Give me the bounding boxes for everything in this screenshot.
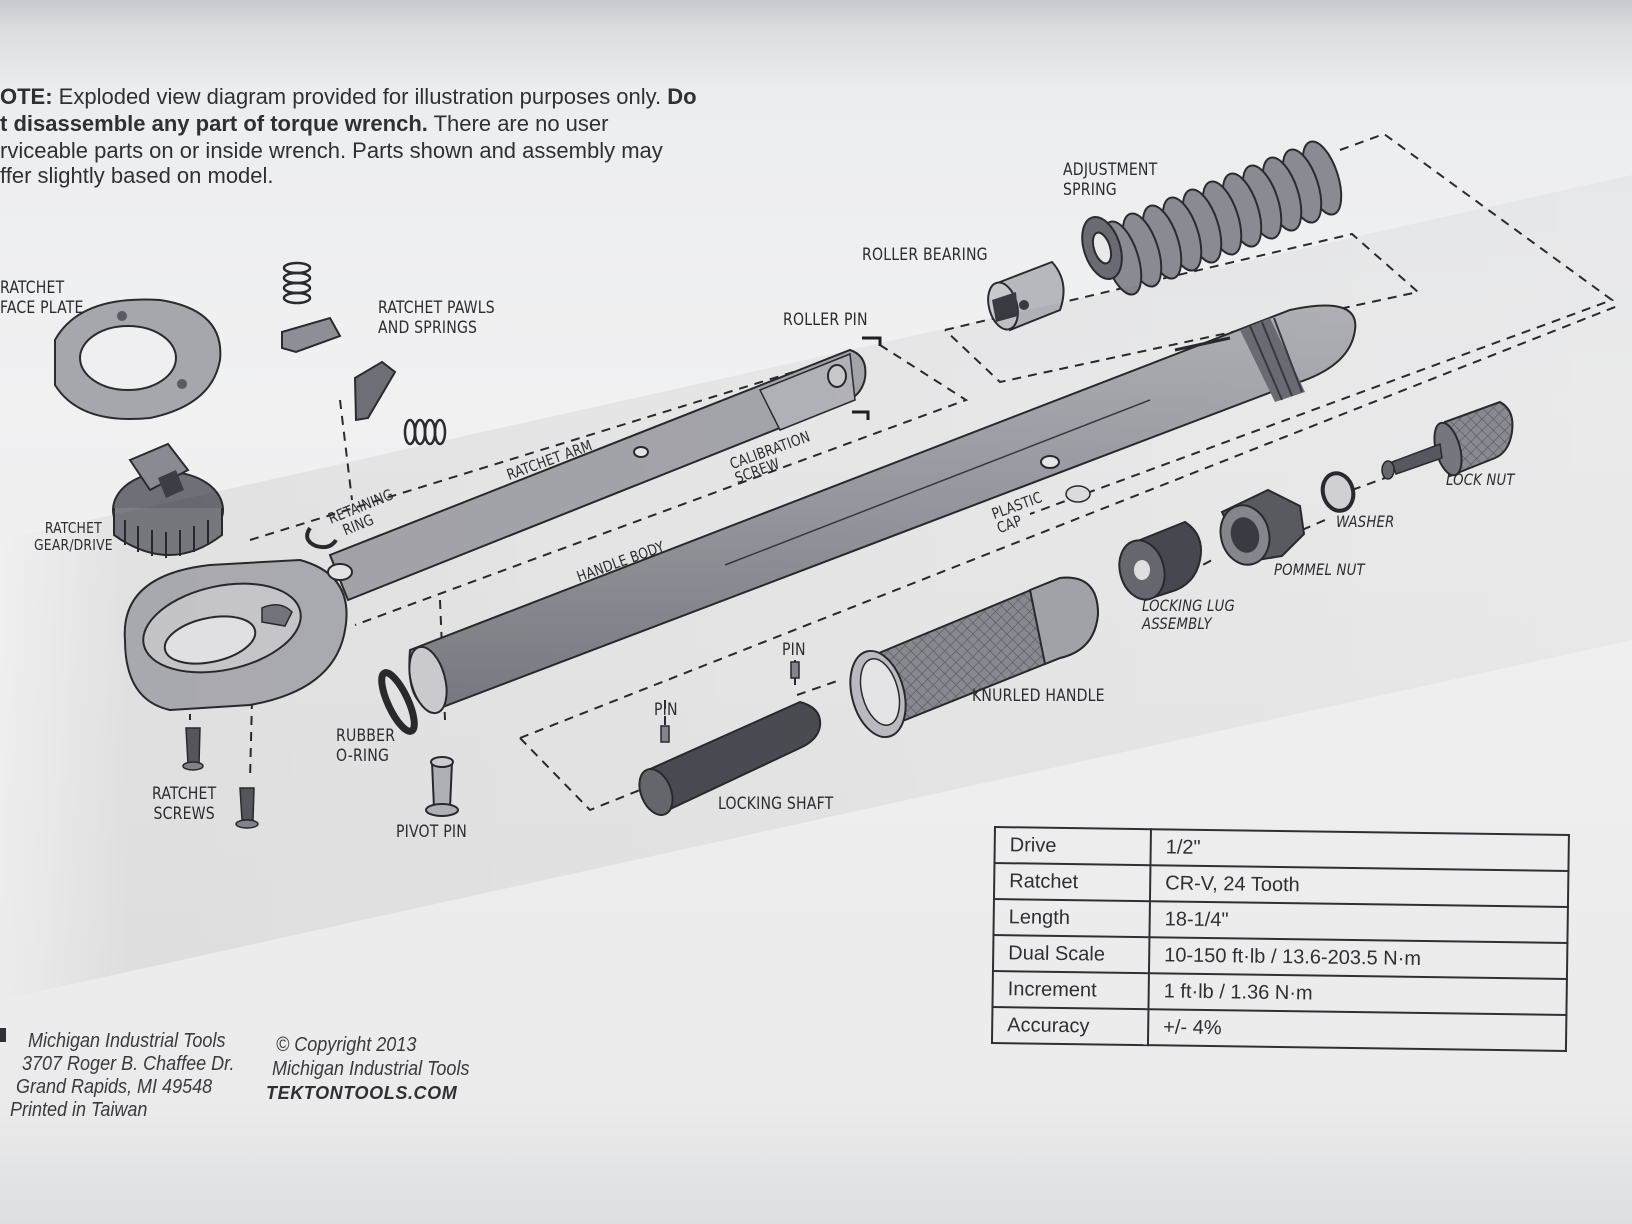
ratchet-pawls-part <box>281 261 447 446</box>
spec-value: 18-1/4" <box>1149 901 1568 944</box>
label-lock-nut: LOCK NUT <box>1446 470 1515 489</box>
spec-value: 10-150 ft·lb / 13.6-203.5 N·m <box>1148 937 1568 980</box>
spec-value: 1 ft·lb / 1.36 N·m <box>1148 973 1567 1016</box>
label-locking-shaft: LOCKING SHAFT <box>718 794 834 814</box>
retaining-ring-part <box>305 526 338 550</box>
pivot-pin-part <box>425 756 459 817</box>
footer-website: TEKTONTOOLS.COM <box>266 1083 458 1103</box>
label-knurled-handle: KNURLED HANDLE <box>972 686 1105 706</box>
note-line-1: OTE: Exploded view diagram provided for … <box>0 84 697 109</box>
spec-row: Accuracy+/- 4% <box>991 1006 1567 1052</box>
washer-part <box>1320 471 1356 513</box>
label-pommel-nut: POMMEL NUT <box>1274 560 1365 579</box>
label-roller-pin: ROLLER PIN <box>783 310 868 330</box>
note-line-3: rviceable parts on or inside wrench. Par… <box>0 138 663 163</box>
note-line-4: ffer slightly based on model. <box>0 163 274 188</box>
roller-bearing-part <box>987 260 1065 332</box>
label-washer: WASHER <box>1336 512 1395 531</box>
spec-key: Increment <box>992 970 1149 1010</box>
spec-key: Accuracy <box>991 1006 1149 1046</box>
label-pin-lower: PIN <box>654 700 678 720</box>
footer-company: Michigan Industrial Tools <box>28 1030 226 1052</box>
lock-nut-part <box>1381 400 1514 480</box>
pommel-nut-part <box>1219 488 1306 566</box>
label-pin-upper: PIN <box>782 640 806 660</box>
footer-city: Grand Rapids, MI 49548 <box>16 1076 213 1098</box>
note-line-2: t disassemble any part of torque wrench.… <box>0 111 609 136</box>
label-roller-bearing: ROLLER BEARING <box>862 245 988 265</box>
spec-key: Ratchet <box>993 863 1151 902</box>
footer-copyright: © Copyright 2013 <box>276 1034 417 1056</box>
spec-value: +/- 4% <box>1147 1009 1567 1052</box>
label-pivot-pin: PIVOT PIN <box>396 822 467 842</box>
ratchet-head-part <box>123 558 353 712</box>
spec-key: Drive <box>994 827 1151 866</box>
plastic-cap-part <box>1065 485 1091 503</box>
locking-lug-part <box>1118 520 1202 602</box>
footer-logo-mark <box>0 1028 6 1042</box>
footer-copyright-holder: Michigan Industrial Tools <box>272 1058 470 1080</box>
spec-key: Length <box>993 899 1150 938</box>
footer-origin: Printed in Taiwan <box>10 1099 148 1121</box>
ratchet-gear-part <box>112 442 224 558</box>
spec-value: 1/2" <box>1150 829 1569 872</box>
spec-value: CR-V, 24 Tooth <box>1149 865 1569 908</box>
footer-address: 3707 Roger B. Chaffee Dr. <box>22 1053 235 1075</box>
spec-key: Dual Scale <box>992 935 1150 974</box>
knurled-handle-part <box>849 576 1100 739</box>
